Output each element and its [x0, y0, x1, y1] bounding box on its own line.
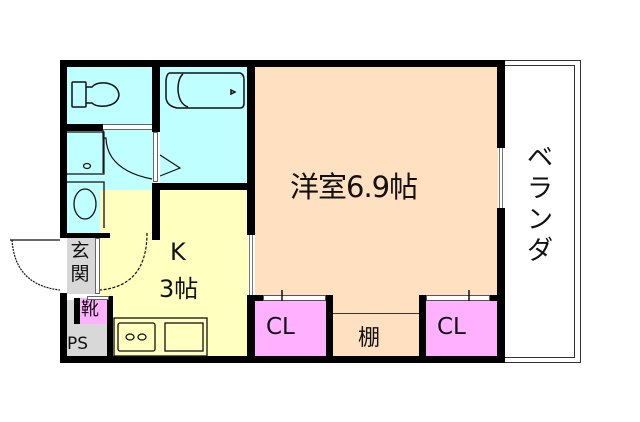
wall-toilet-bath	[152, 60, 160, 132]
outer-wall-right-lower	[497, 208, 505, 363]
wall-kitchen-western-lower	[247, 295, 255, 363]
wall-washroom-bottom	[60, 233, 110, 238]
entrance-door-swing-icon	[10, 239, 61, 291]
washing-machine-icon	[67, 181, 105, 228]
entrance-inner-door	[95, 238, 100, 294]
washroom-door	[153, 132, 158, 182]
wall-ps-right	[107, 296, 113, 363]
bathtub-icon	[165, 72, 245, 109]
wall-closet-right-top	[490, 295, 498, 301]
kitchen-western-opening	[249, 235, 253, 295]
veranda-inner-line	[505, 65, 575, 358]
wall-bath-western	[247, 60, 255, 235]
toilet-room	[67, 67, 153, 124]
entrance-label: 玄関	[70, 240, 90, 285]
closet-left-label: CL	[266, 314, 295, 340]
wall-entrance-bottom	[60, 294, 65, 300]
washbasin-icon	[67, 131, 105, 175]
entrance-area	[67, 238, 95, 294]
bath-room	[160, 67, 248, 183]
pipe-space-label: PS	[67, 334, 89, 354]
kitchen-label-k: K	[170, 238, 186, 266]
closet-left-area	[255, 301, 326, 356]
outer-wall-right-upper	[497, 60, 505, 148]
veranda-label: ベランダ	[526, 143, 553, 266]
wall-closet-right-left	[419, 295, 426, 363]
shelf-line	[333, 313, 419, 314]
western-room-label: 洋室6.9帖	[290, 170, 418, 204]
veranda-area	[505, 60, 581, 363]
wall-closet-left-right	[326, 295, 333, 363]
kitchen-label-size: 3帖	[159, 275, 199, 303]
kitchen-door-swing-icon	[99, 232, 148, 291]
closet-right-label: CL	[437, 314, 466, 340]
toilet-icon	[71, 81, 120, 108]
closet-left-door	[263, 295, 326, 301]
shoe-box-area	[80, 298, 107, 324]
door-swing-icon	[102, 130, 153, 180]
wall-bath-kitchen	[152, 183, 255, 190]
outer-wall-left-lower	[60, 293, 67, 363]
toilet-door-opening	[103, 124, 152, 130]
outer-wall-top	[60, 60, 505, 67]
window-right	[499, 148, 503, 208]
kitchen-counter-icon	[113, 317, 208, 357]
shoe-box-label: 靴	[81, 299, 99, 320]
kitchen-room	[100, 190, 248, 356]
closet-right-door	[426, 295, 490, 301]
wall-shoebox-left	[74, 298, 80, 324]
closet-right-area	[426, 301, 498, 356]
drain-icon	[159, 154, 182, 177]
wall-bath-washroom	[152, 183, 160, 240]
shelf-label: 棚	[358, 326, 381, 351]
outer-wall-left-upper	[60, 60, 67, 238]
wall-toilet-bottom	[60, 124, 103, 131]
ps-step-line	[87, 296, 109, 300]
wall-closet-left-top	[255, 295, 263, 301]
outer-wall-bottom	[60, 356, 505, 363]
